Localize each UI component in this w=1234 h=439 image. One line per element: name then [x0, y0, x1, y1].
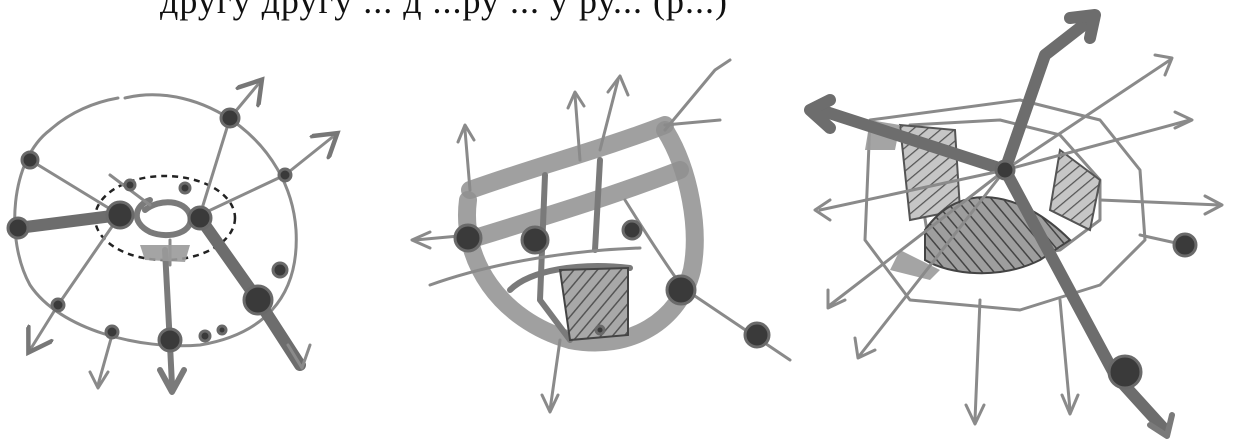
curved-band-sketch	[400, 0, 800, 439]
polygonal-radial-sketch	[800, 0, 1234, 439]
radial-network-sketch	[0, 0, 360, 439]
